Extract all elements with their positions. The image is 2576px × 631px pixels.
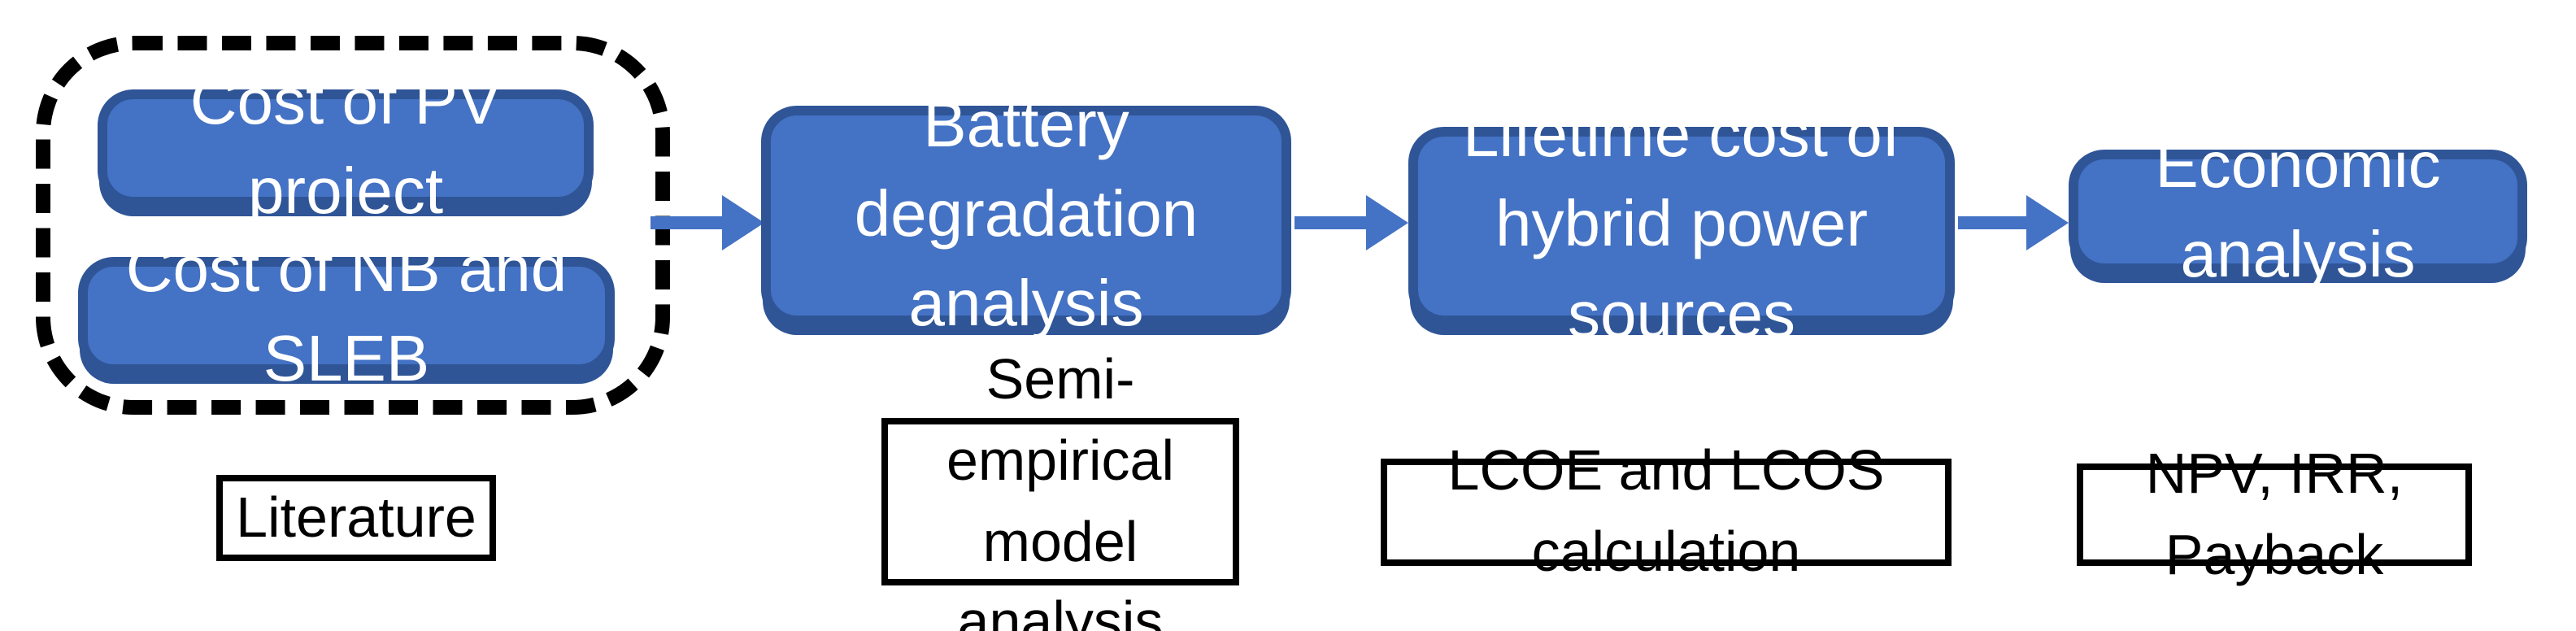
arrow-lifetime-to-economic	[1958, 185, 2072, 260]
arrow-group-to-battery	[651, 185, 768, 260]
annotation-npv-irr-payback: NPV, IRR, Payback	[2077, 442, 2472, 586]
stage-cost-of-nb-and-sleb[interactable]: Cost of NB and SLEB	[78, 234, 615, 395]
cost-inputs-dashed-group	[36, 36, 670, 415]
stage-economic-analysis[interactable]: Economic analysis	[2069, 130, 2527, 291]
stage-label: Cost of PV project	[189, 66, 502, 228]
annotation-label: Semi-empirical model analysis	[946, 348, 1175, 631]
stage-cost-of-pv-project[interactable]: Cost of PV project	[98, 67, 594, 228]
annotation-semi-empirical-model-analysis: Semi-empirical model analysis	[881, 348, 1239, 631]
stage-label: Lifetime cost of hybrid power sources	[1462, 99, 1900, 351]
stage-lifetime-cost-of-hybrid-power-sources[interactable]: Lifetime cost of hybrid power sources	[1408, 99, 1955, 350]
stage-label: Cost of NB and SLEB	[125, 233, 568, 395]
annotation-lcoe-and-lcos-calculation: LCOE and LCOS calculation	[1381, 440, 1952, 584]
annotation-label: Literature	[236, 485, 476, 550]
annotation-literature: Literature	[216, 475, 496, 561]
stage-label: Economic analysis	[2155, 129, 2441, 291]
annotation-label: NPV, IRR, Payback	[2145, 442, 2404, 586]
stage-label: Battery degradation analysis	[854, 89, 1199, 341]
stage-battery-degradation-analysis[interactable]: Battery degradation analysis	[761, 89, 1291, 340]
annotation-label: LCOE and LCOS calculation	[1447, 439, 1885, 584]
arrow-battery-to-lifetime	[1295, 185, 1412, 260]
